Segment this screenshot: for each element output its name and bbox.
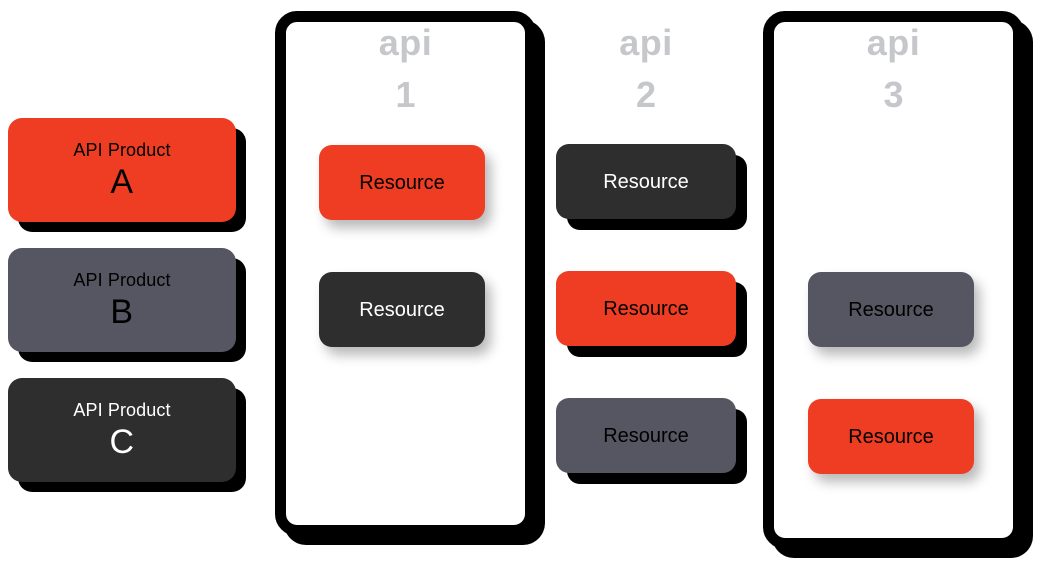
api-header-number: 3 xyxy=(883,74,904,115)
resource-chip[interactable]: Resource xyxy=(556,398,736,473)
api-container-1 xyxy=(275,11,536,536)
api-header-word: api xyxy=(378,22,433,63)
api-product-letter: C xyxy=(109,423,135,461)
api-product-letter: A xyxy=(110,163,134,201)
api-header-word: api xyxy=(619,22,673,63)
api-header-2: api 2 xyxy=(556,25,736,113)
api-product-label: API Product xyxy=(73,270,171,290)
api-header-word: api xyxy=(866,22,921,63)
resource-chip[interactable]: Resource xyxy=(319,145,485,220)
api-product-label: API Product xyxy=(73,140,171,160)
api-header-number: 2 xyxy=(635,74,657,115)
resource-chip[interactable]: Resource xyxy=(556,144,736,219)
resource-chip[interactable]: Resource xyxy=(556,271,736,346)
api-header-1: api 1 xyxy=(275,25,536,113)
resource-chip[interactable]: Resource xyxy=(808,399,974,474)
resource-chip[interactable]: Resource xyxy=(319,272,485,347)
api-product-letter: B xyxy=(110,293,134,331)
resource-chip[interactable]: Resource xyxy=(808,272,974,347)
api-header-3: api 3 xyxy=(763,25,1024,113)
api-product-label: API Product xyxy=(73,400,171,420)
api-header-number: 1 xyxy=(395,74,416,115)
